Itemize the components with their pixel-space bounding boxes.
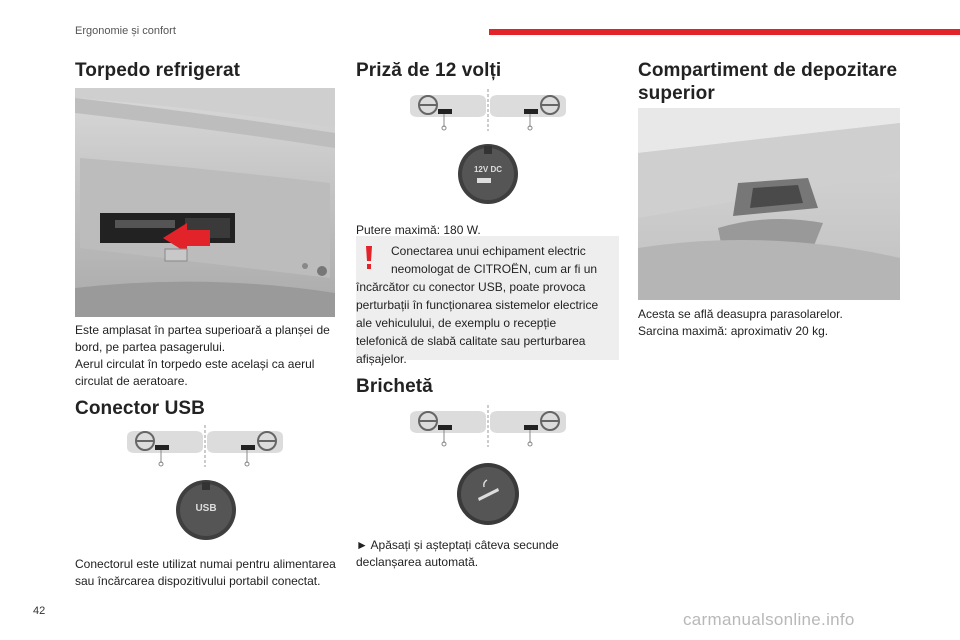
usb-socket-icon: USB: [175, 479, 237, 541]
title-line: superior: [638, 83, 715, 104]
text-line: sau încărcarea dispozitivului portabil c…: [75, 574, 321, 588]
12v-location-diagram: [408, 89, 568, 134]
upper-storage-photo: [638, 108, 900, 300]
title-upper-storage: Compartiment de depozitare superior: [638, 59, 928, 105]
title-glovebox: Torpedo refrigerat: [75, 60, 241, 81]
steering-wheel-icon: [418, 95, 438, 115]
warning-box: [356, 236, 619, 360]
12v-socket-icon: 12V DC: [457, 143, 519, 205]
upper-storage-text: Acesta se află deasupra parasolarelor. S…: [638, 306, 908, 340]
text-line: Aerul circulat în torpedo este același c…: [75, 357, 315, 371]
text-line: circulat de aeratoare.: [75, 374, 188, 388]
title-line: Compartiment de depozitare: [638, 60, 898, 81]
steering-wheel-icon: [540, 95, 560, 115]
text-line: ► Apăsați și așteptați câteva secunde: [356, 538, 559, 552]
lighter-text: ► Apăsați și așteptați câteva secunde de…: [356, 537, 616, 571]
steering-wheel-icon: [257, 431, 277, 451]
usb-text: Conectorul este utilizat numai pentru al…: [75, 556, 347, 590]
warning-line: perturbații în funcționarea sistemelor e…: [356, 298, 599, 312]
text-line: Conectorul este utilizat numai pentru al…: [75, 557, 336, 571]
warning-icon: [364, 246, 374, 270]
warning-line: telefonică de slabă calitate sau perturb…: [356, 334, 586, 348]
title-12v-socket: Priză de 12 volți: [356, 60, 502, 81]
socket-label: 12V DC: [473, 165, 502, 174]
title-usb: Conector USB: [75, 398, 205, 419]
header-accent-bar: [489, 29, 960, 35]
steering-wheel-icon: [418, 411, 438, 431]
glovebox-text: Este amplasat în partea superioară a pla…: [75, 322, 345, 390]
lighter-icon: [456, 462, 520, 526]
steering-wheel-icon: [135, 431, 155, 451]
usb-location-diagram: [125, 425, 285, 470]
glovebox-photo: [75, 88, 335, 317]
text-line: bord, pe partea pasagerului.: [75, 340, 226, 354]
power-text: Putere maximă: 180 W.: [356, 223, 481, 237]
warning-line: neomologat de CITROËN, cum ar fi un: [391, 262, 598, 276]
text-line: Este amplasat în partea superioară a pla…: [75, 323, 330, 337]
warning-line: ale vehiculului, de exemplu o recepție: [356, 316, 557, 330]
text-line: Sarcina maximă: aproximativ 20 kg.: [638, 324, 829, 338]
warning-line: încărcător cu conector USB, poate provoc…: [356, 280, 586, 294]
steering-wheel-icon: [540, 411, 560, 431]
text-line: declanșarea automată.: [356, 555, 479, 569]
title-lighter: Brichetă: [356, 376, 433, 397]
warning-text: Conectarea unui echipament electric neom…: [356, 242, 612, 368]
page-number: 42: [33, 605, 46, 617]
lighter-location-diagram: [408, 405, 568, 450]
warning-line: afișajelor.: [356, 352, 407, 366]
watermark: carmanualsonline.info: [683, 610, 855, 629]
section-header: Ergonomie și confort: [75, 25, 176, 37]
text-line: Acesta se află deasupra parasolarelor.: [638, 307, 843, 321]
warning-line: Conectarea unui echipament electric: [391, 244, 586, 258]
usb-label: USB: [195, 503, 217, 514]
